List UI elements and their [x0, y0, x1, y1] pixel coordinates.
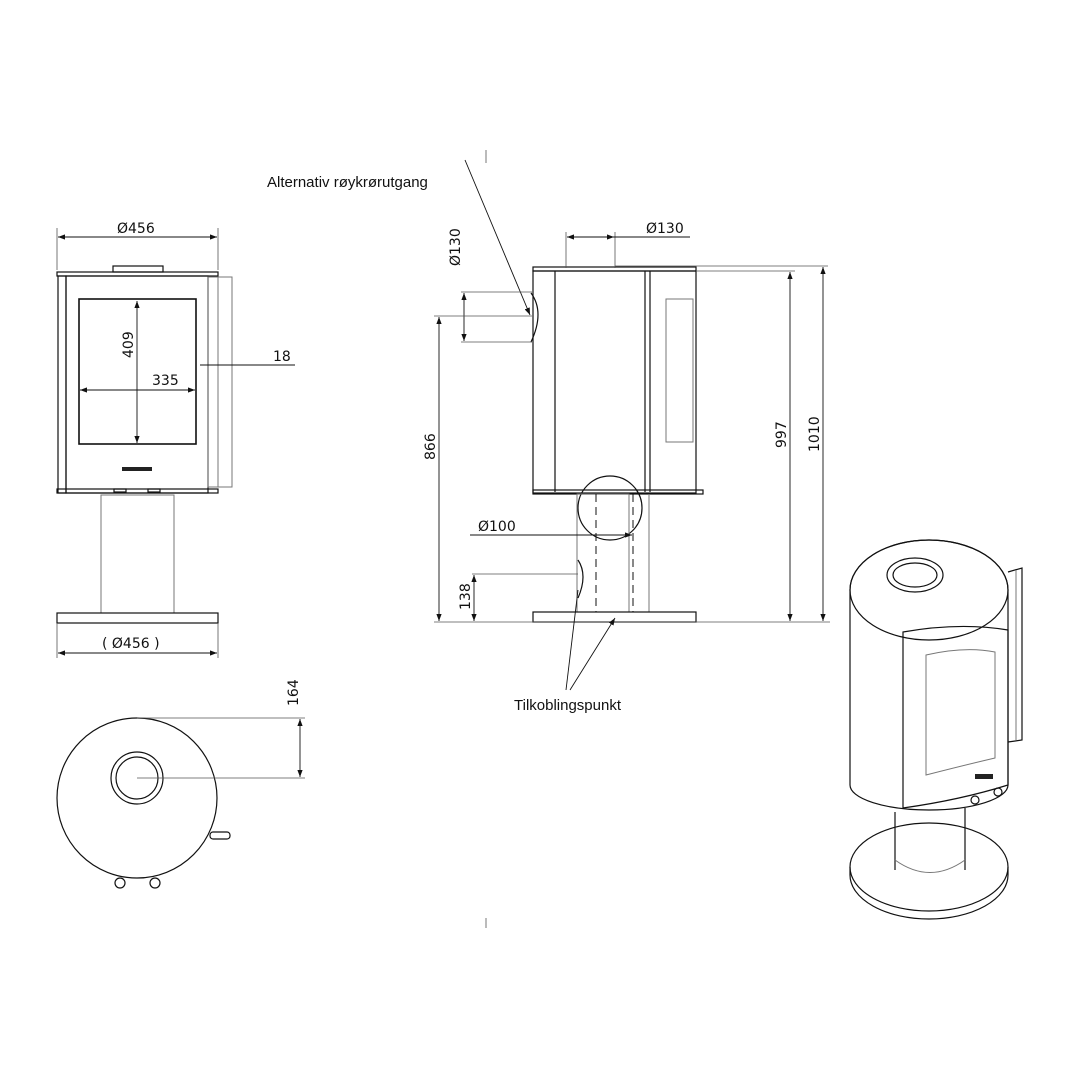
alt-outlet-label: Alternativ røykrørutgang: [267, 174, 428, 191]
front-top-diameter-label: Ø456: [117, 221, 155, 237]
perspective-view: [849, 539, 1023, 920]
side-view: Alternativ røykrørutgang Ø130 Ø130 Ø100 …: [267, 150, 830, 928]
body-height-label: 997: [774, 421, 790, 448]
rear-outlet-height-label: 866: [423, 433, 439, 460]
top-outlet-diameter-label: Ø130: [646, 221, 684, 237]
air-inlet-height-label: 138: [458, 583, 474, 610]
front-view: Ø456 409 335 18 ( Ø456 ): [56, 221, 295, 658]
base-diameter-label: ( Ø456 ): [102, 636, 160, 652]
top-view: 164: [56, 679, 305, 889]
rear-outlet-diameter-label: Ø130: [448, 228, 464, 266]
connection-point-label: Tilkoblingspunkt: [514, 697, 622, 714]
brand-logo: [122, 467, 152, 471]
air-inlet-diameter-label: Ø100: [478, 519, 516, 535]
window-height-label: 409: [121, 331, 137, 358]
window-width-label: 335: [152, 373, 179, 389]
total-height-label: 1010: [807, 416, 823, 452]
door-offset-label: 18: [273, 349, 291, 365]
outlet-offset-label: 164: [286, 679, 302, 706]
